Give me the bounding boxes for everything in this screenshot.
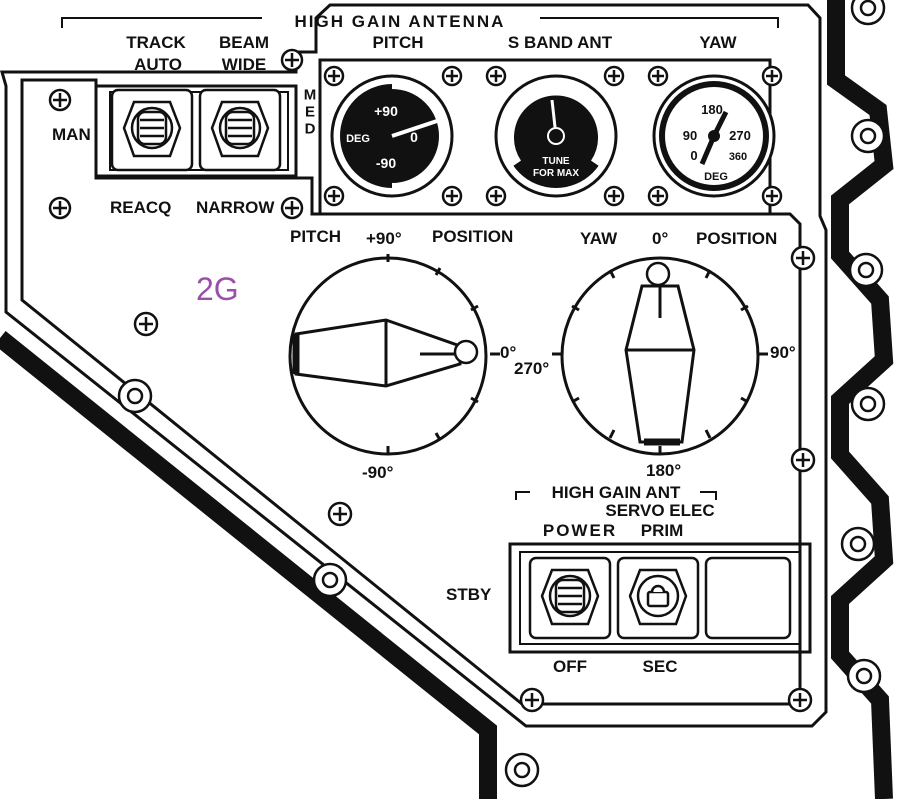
servo-subtitle: SERVO ELEC: [605, 501, 714, 520]
screw: [647, 185, 669, 207]
sband-caption-2: FOR MAX: [533, 168, 579, 179]
pitch-dial-0: 0°: [500, 343, 516, 362]
screw: [519, 687, 545, 713]
man-label: MAN: [52, 125, 91, 144]
servo-title: HIGH GAIN ANT: [552, 483, 681, 502]
screw: [280, 48, 304, 72]
diagonal-edge-band: [0, 330, 497, 799]
screw: [48, 88, 72, 112]
rivet: [117, 378, 153, 414]
pitch-gauge-tick-mid: 0: [410, 129, 418, 145]
screw: [790, 245, 816, 271]
prim-label: PRIM: [641, 521, 684, 540]
rivet: [850, 386, 886, 422]
beam-width-switch[interactable]: [198, 88, 282, 172]
screw: [603, 65, 625, 87]
power-switch[interactable]: [528, 556, 612, 640]
panel-id: 2G: [196, 271, 239, 307]
prim-sec-switch[interactable]: [616, 556, 700, 640]
pitch-position-dial[interactable]: [288, 254, 500, 456]
rivet: [850, 0, 886, 26]
yaw-dial-270: 270°: [514, 359, 549, 378]
screw: [323, 65, 345, 87]
yaw-dial-label: YAW: [580, 229, 618, 248]
track-label: TRACK: [126, 33, 186, 52]
sec-label: SEC: [643, 657, 678, 676]
reacq-label: REACQ: [110, 198, 171, 217]
screw: [327, 501, 353, 527]
rivet: [312, 562, 348, 598]
screw: [790, 447, 816, 473]
pitch-dial-plus90: +90°: [366, 229, 402, 248]
yaw-gauge-tick-90: 90: [683, 128, 697, 143]
servo-bracket: [515, 491, 717, 500]
beam-label: BEAM: [219, 33, 269, 52]
stby-label: STBY: [446, 585, 492, 604]
yaw-gauge-tick-360: 360: [729, 151, 747, 163]
yaw-gauge-tick-180: 180: [701, 102, 723, 117]
pitch-dial-label: PITCH: [290, 227, 341, 246]
header-bracket: [61, 17, 779, 28]
screw: [787, 687, 813, 713]
power-label: POWER: [543, 521, 617, 540]
servo-box: [508, 542, 812, 654]
screw: [48, 196, 72, 220]
screw: [761, 185, 783, 207]
screw: [323, 185, 345, 207]
yaw-gauge: [652, 74, 776, 198]
pitch-gauge-unit: DEG: [346, 133, 370, 145]
rivet: [504, 752, 540, 788]
rivet: [848, 252, 884, 288]
screw: [280, 196, 304, 220]
screw: [761, 65, 783, 87]
yaw-gauge-tick-270: 270: [729, 128, 751, 143]
wide-label: WIDE: [222, 55, 266, 74]
yaw-position-dial[interactable]: [552, 256, 768, 456]
screw: [485, 185, 507, 207]
pitch-gauge-tick-bottom: -90: [376, 155, 396, 171]
screw: [441, 65, 463, 87]
yaw-dial-90: 90°: [770, 343, 796, 362]
rivet: [846, 658, 882, 694]
narrow-label: NARROW: [196, 198, 275, 217]
off-label: OFF: [553, 657, 587, 676]
yaw-gauge-label: YAW: [699, 33, 737, 52]
pitch-dial-position: POSITION: [432, 227, 513, 246]
pitch-dial-minus90: -90°: [362, 463, 394, 482]
antenna-title: HIGH GAIN ANTENNA: [295, 12, 506, 31]
sband-gauge-label: S BAND ANT: [508, 33, 613, 52]
rivet: [850, 118, 886, 154]
pitch-gauge-label: PITCH: [373, 33, 424, 52]
auto-label: AUTO: [134, 55, 182, 74]
yaw-gauge-tick-0: 0: [690, 148, 697, 163]
outer-panel-outline: [0, 3, 828, 728]
rivet: [840, 526, 876, 562]
gauge-bezel-panel: [318, 58, 772, 216]
pitch-gauge-tick-top: +90: [374, 103, 398, 119]
yaw-dial-180: 180°: [646, 461, 681, 480]
pitch-gauge: [330, 74, 454, 198]
sband-gauge: [494, 74, 618, 198]
screw: [485, 65, 507, 87]
track-mode-switch[interactable]: [110, 88, 194, 172]
switch-box: [94, 84, 298, 178]
med-label: MED: [302, 87, 319, 138]
yaw-dial-position: POSITION: [696, 229, 777, 248]
screw: [647, 65, 669, 87]
servo-blank-slot: [704, 556, 792, 640]
sband-caption-1: TUNE: [542, 156, 570, 167]
yaw-gauge-unit: DEG: [704, 171, 728, 183]
servo-box-inner: [519, 551, 801, 645]
screw: [133, 311, 159, 337]
screw: [603, 185, 625, 207]
screw: [441, 185, 463, 207]
yaw-dial-0: 0°: [652, 229, 668, 248]
